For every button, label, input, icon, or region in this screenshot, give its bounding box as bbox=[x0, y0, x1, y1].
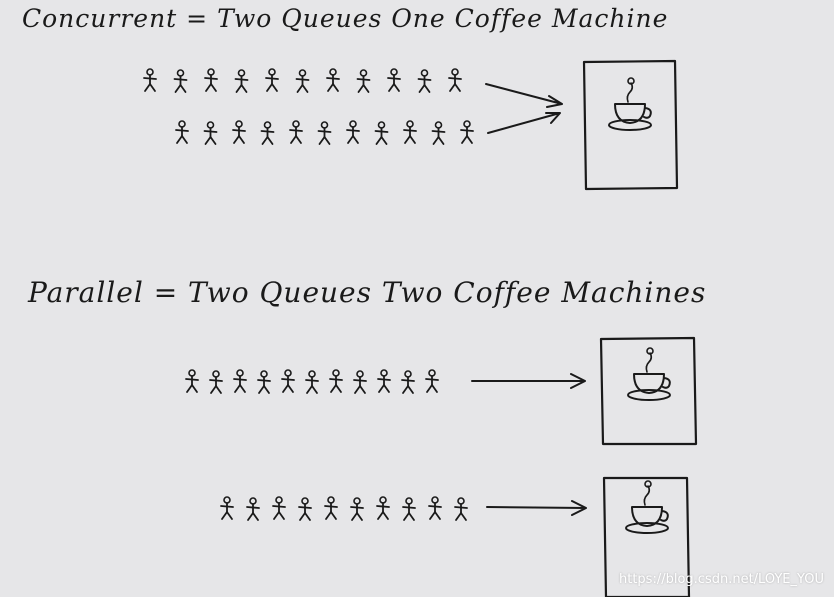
person-icon bbox=[305, 370, 319, 394]
person-icon bbox=[431, 121, 446, 145]
person-icon bbox=[185, 369, 199, 393]
parallel-arrow-1 bbox=[471, 373, 586, 389]
concurrent-arrow-1 bbox=[485, 83, 563, 108]
person-icon bbox=[454, 497, 468, 521]
person-icon bbox=[260, 121, 275, 145]
person-icon bbox=[356, 69, 371, 93]
person-icon bbox=[246, 497, 260, 521]
person-icon bbox=[460, 120, 474, 144]
parallel-coffee-machine-2 bbox=[602, 476, 691, 597]
person-icon bbox=[143, 68, 157, 92]
person-icon bbox=[324, 496, 338, 520]
concurrent-coffee-cup-icon bbox=[608, 77, 652, 131]
person-icon bbox=[376, 496, 390, 520]
person-icon bbox=[403, 120, 417, 144]
person-icon bbox=[234, 69, 249, 93]
person-icon bbox=[346, 120, 360, 144]
person-icon bbox=[295, 69, 310, 93]
parallel-queue-2 bbox=[220, 496, 468, 521]
person-icon bbox=[353, 370, 367, 394]
person-icon bbox=[209, 370, 223, 394]
person-icon bbox=[272, 496, 286, 520]
person-icon bbox=[289, 120, 303, 144]
person-icon bbox=[232, 120, 246, 144]
person-icon bbox=[175, 120, 189, 144]
person-icon bbox=[329, 369, 343, 393]
person-icon bbox=[326, 68, 340, 92]
person-icon bbox=[298, 497, 312, 521]
watermark: https://blog.csdn.net/LOYE_YOU bbox=[619, 572, 824, 587]
person-icon bbox=[448, 68, 462, 92]
parallel-coffee-cup-icon-2 bbox=[625, 480, 669, 534]
person-icon bbox=[350, 497, 364, 521]
concurrent-queue-2 bbox=[175, 120, 474, 145]
person-icon bbox=[317, 121, 332, 145]
person-icon bbox=[204, 68, 218, 92]
parallel-coffee-machine-1 bbox=[599, 336, 698, 446]
parallel-coffee-cup-icon-1 bbox=[627, 347, 671, 401]
person-icon bbox=[377, 369, 391, 393]
person-icon bbox=[220, 496, 234, 520]
parallel-arrow-2 bbox=[486, 500, 587, 516]
person-icon bbox=[203, 121, 218, 145]
concurrent-coffee-machine bbox=[582, 59, 679, 191]
person-icon bbox=[233, 369, 247, 393]
concurrent-arrow-2 bbox=[487, 112, 561, 134]
concurrent-title: Concurrent = Two Queues One Coffee Machi… bbox=[22, 4, 669, 33]
person-icon bbox=[265, 68, 279, 92]
person-icon bbox=[374, 121, 389, 145]
person-icon bbox=[387, 68, 401, 92]
parallel-queue-1 bbox=[185, 369, 439, 394]
person-icon bbox=[401, 370, 415, 394]
parallel-title: Parallel = Two Queues Two Coffee Machine… bbox=[28, 276, 707, 309]
person-icon bbox=[428, 496, 442, 520]
person-icon bbox=[402, 497, 416, 521]
person-icon bbox=[257, 370, 271, 394]
person-icon bbox=[417, 69, 432, 93]
person-icon bbox=[425, 369, 439, 393]
person-icon bbox=[173, 69, 188, 93]
person-icon bbox=[281, 369, 295, 393]
concurrent-queue-1 bbox=[143, 68, 462, 93]
